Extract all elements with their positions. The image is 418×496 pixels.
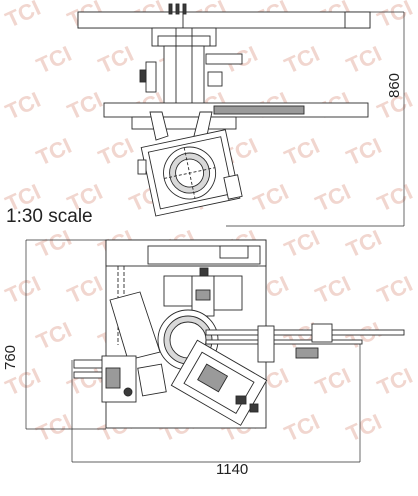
head-left-tab	[137, 159, 147, 175]
watermark-mark: TCI	[2, 87, 45, 125]
rail-lower	[205, 339, 363, 345]
watermark-mark: TCI	[95, 133, 138, 171]
watermark-mark: TCI	[33, 225, 76, 263]
watermark-mark: TCI	[281, 409, 324, 447]
watermark-mark: TCI	[312, 271, 355, 309]
watermark-mark: TCI	[343, 317, 386, 355]
rail-end-block-b	[311, 323, 333, 343]
watermark-mark: TCI	[374, 271, 417, 309]
watermark-mark: TCI	[374, 363, 417, 401]
scale-label: 1:30 scale	[6, 206, 93, 227]
watermark-mark: TCI	[2, 0, 45, 33]
watermark-mark: TCI	[281, 225, 324, 263]
watermark-mark: TCI	[33, 133, 76, 171]
angled-plate	[109, 291, 161, 361]
watermark-mark: TCI	[312, 179, 355, 217]
watermark-mark: TCI	[64, 87, 107, 125]
rail-upper	[205, 329, 405, 336]
rail-end-gray	[295, 347, 319, 359]
top-arm-right-block	[344, 11, 371, 29]
watermark-mark: TCI	[2, 271, 45, 309]
top-bolt	[182, 3, 187, 15]
watermark-mark: TCI	[33, 41, 76, 79]
top-bolt	[168, 3, 173, 15]
top-arm-inner	[77, 11, 184, 29]
left-mount	[137, 363, 167, 397]
base-platform-gray	[213, 105, 305, 115]
watermark-mark: TCI	[343, 225, 386, 263]
left-bolt	[123, 387, 133, 397]
column-head-cap	[157, 35, 211, 47]
right-bracket	[205, 53, 243, 65]
watermark-mark: TCI	[33, 317, 76, 355]
base-lower	[131, 116, 237, 130]
rail-end-block	[257, 325, 275, 363]
connector	[235, 395, 247, 405]
watermark-mark: TCI	[64, 271, 107, 309]
head-side-clamp	[223, 174, 243, 200]
watermark-mark: TCI	[281, 41, 324, 79]
watermark-mark: TCI	[281, 133, 324, 171]
upper-mechanism-c	[213, 275, 243, 311]
bottom-view	[25, 239, 405, 463]
watermark-mark: TCI	[250, 179, 293, 217]
left-bracket	[145, 61, 157, 93]
dimension-label-760: 760	[2, 344, 19, 370]
upper-knob	[199, 267, 209, 277]
right-bracket-detail	[207, 71, 223, 87]
top-bolt	[175, 3, 180, 15]
watermark-mark: TCI	[64, 363, 107, 401]
lower-housing-gray	[197, 363, 229, 393]
dimension-label-860: 860	[386, 72, 403, 98]
upper-mechanism	[163, 275, 193, 307]
watermark-mark: TCI	[374, 179, 417, 217]
frame-top-block-inner	[219, 245, 249, 259]
connector	[249, 403, 259, 413]
dimension-label-1140: 1140	[216, 461, 249, 478]
watermark-mark: TCI	[95, 41, 138, 79]
upper-mechanism-gray	[195, 289, 211, 301]
left-bracket-knob	[139, 69, 147, 83]
watermark-mark: TCI	[33, 409, 76, 447]
rotated-head	[140, 129, 241, 217]
head-crosshair	[183, 147, 196, 199]
left-motor-gray	[105, 367, 121, 389]
watermark-mark: TCI	[343, 41, 386, 79]
watermark-mark: TCI	[312, 363, 355, 401]
left-angled-mount	[149, 111, 169, 141]
top-view	[77, 3, 405, 227]
watermark-mark: TCI	[343, 133, 386, 171]
watermark-mark: TCI	[343, 409, 386, 447]
watermark-mark: TCI	[374, 0, 417, 33]
